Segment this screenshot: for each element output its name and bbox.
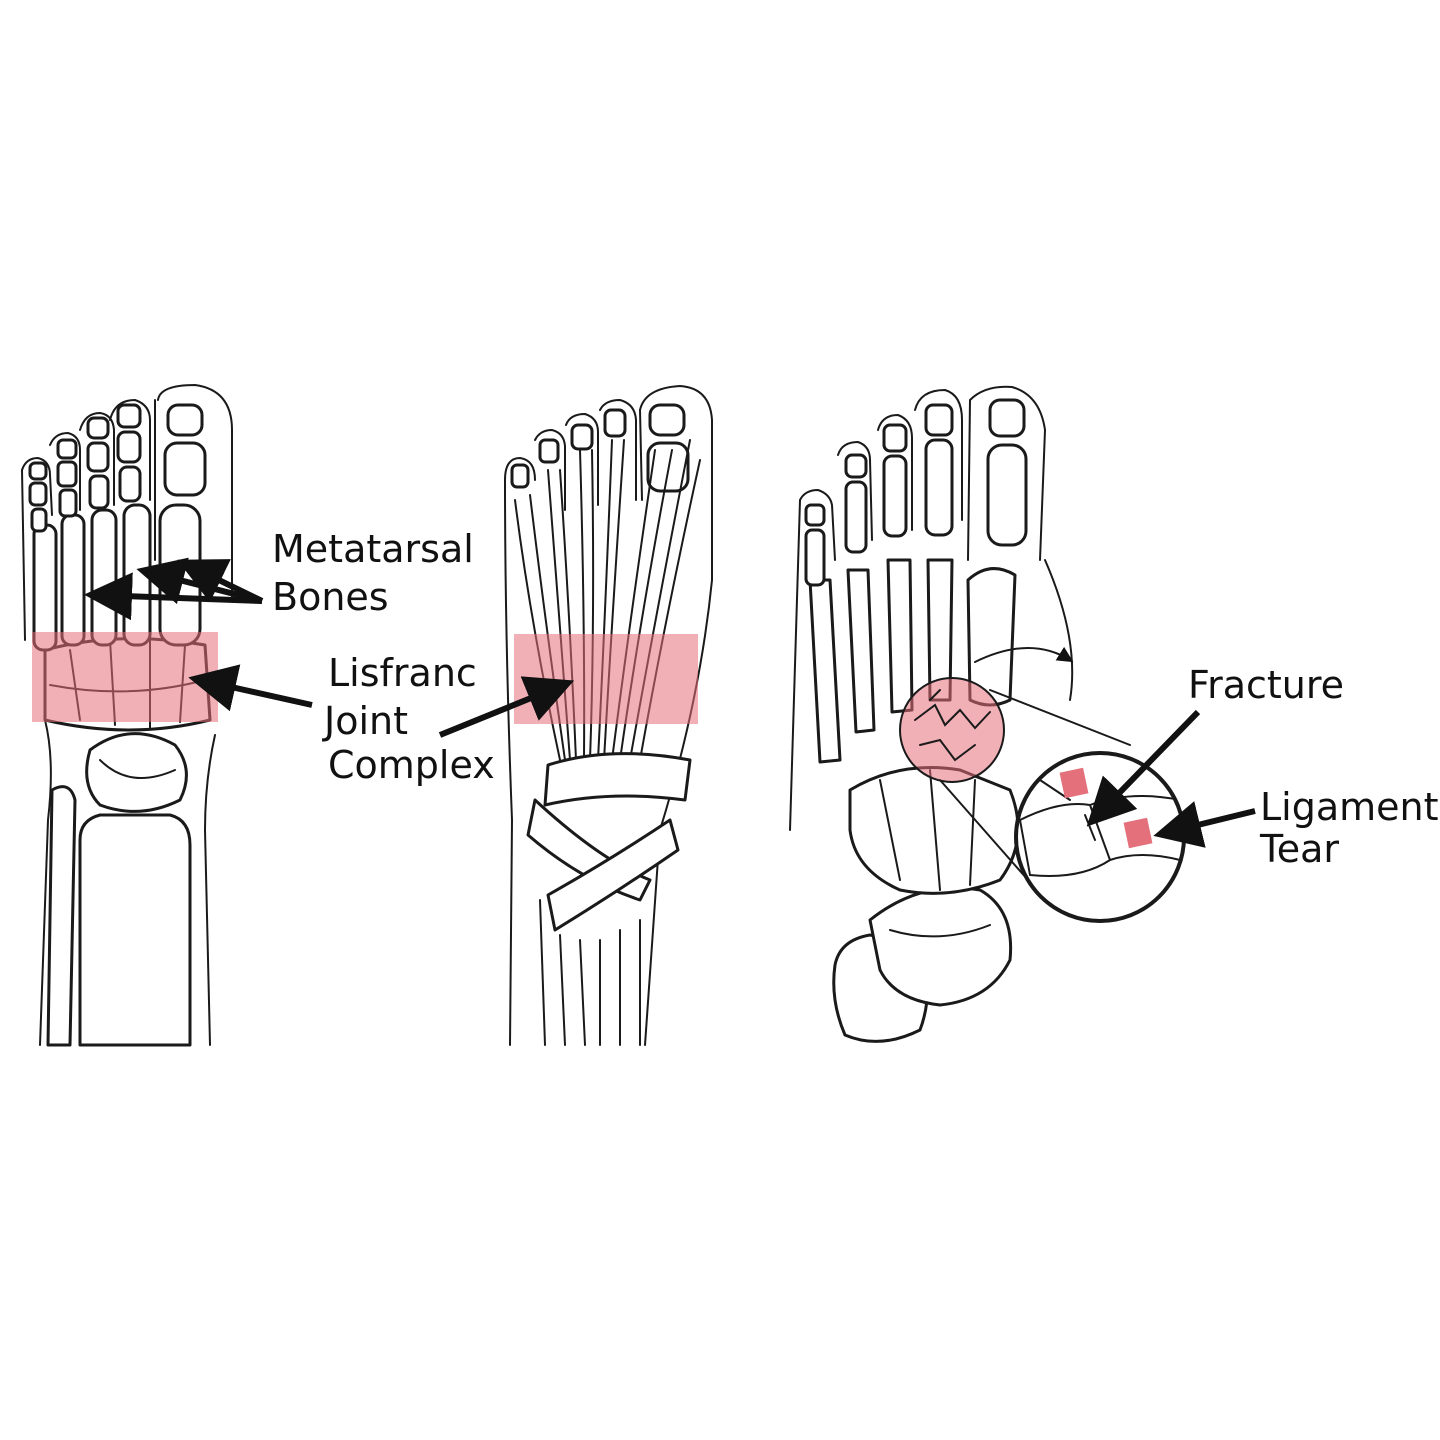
foot-ligament-view [503, 384, 713, 1046]
ligament-tear-label-line2: Tear [1259, 827, 1339, 871]
foot-skeleton-view [21, 383, 233, 1047]
metatarsal-bones-label-line2: Bones [272, 575, 389, 619]
fracture-label: Fracture [1188, 663, 1344, 707]
foot-injury-view [789, 385, 1186, 1043]
zoom-detail-circle [1014, 751, 1186, 923]
lisfranc-label-line2: Joint [322, 699, 408, 743]
ligament-tear-label-line1: Ligament [1260, 785, 1439, 829]
lisfranc-label-line1: Lisfranc [328, 651, 477, 695]
metatarsal-bones-label-line1: Metatarsal [272, 527, 474, 571]
pointer-arrows [84, 557, 1256, 848]
lisfranc-highlight-band-skeleton [32, 632, 218, 722]
injury-site-highlight [900, 678, 1004, 782]
lisfranc-label-line3: Complex [328, 743, 495, 787]
lisfranc-highlight-band-ligament [514, 634, 698, 724]
ligament-tear-mark-1 [1059, 767, 1089, 799]
